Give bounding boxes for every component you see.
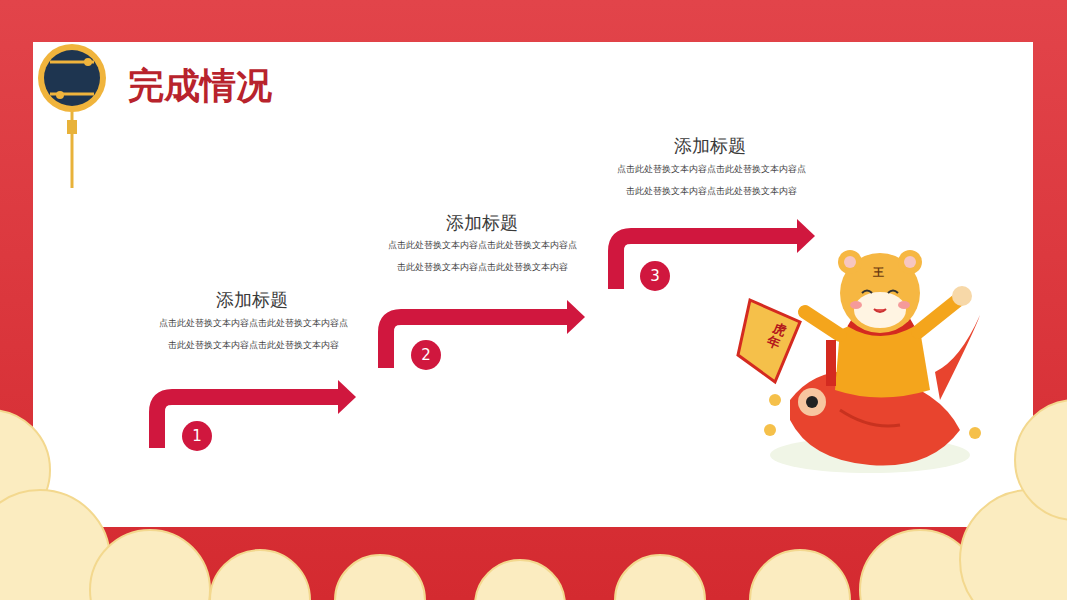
step-number: 1 — [192, 427, 202, 445]
slide-title: 完成情况 — [128, 62, 272, 111]
step-number: 2 — [421, 346, 431, 364]
step-body: 点击此处替换文本内容点击此处替换文本内容点 击此处替换文本内容点击此处替换文本内… — [352, 234, 612, 278]
step-circle: 2 — [411, 340, 441, 370]
step-body: 点击此处替换文本内容点击此处替换文本内容点 击此处替换文本内容点击此处替换文本内… — [123, 312, 383, 356]
step-heading: 添加标题 — [446, 211, 518, 235]
step-heading: 添加标题 — [216, 288, 288, 312]
step-circle: 1 — [182, 421, 212, 451]
step-body: 点击此处替换文本内容点击此处替换文本内容点 击此处替换文本内容点击此处替换文本内… — [581, 158, 841, 202]
step-circle: 3 — [640, 261, 670, 291]
forehead-mark: 王 — [873, 265, 884, 280]
step-number: 3 — [650, 267, 660, 285]
step-heading: 添加标题 — [674, 134, 746, 158]
